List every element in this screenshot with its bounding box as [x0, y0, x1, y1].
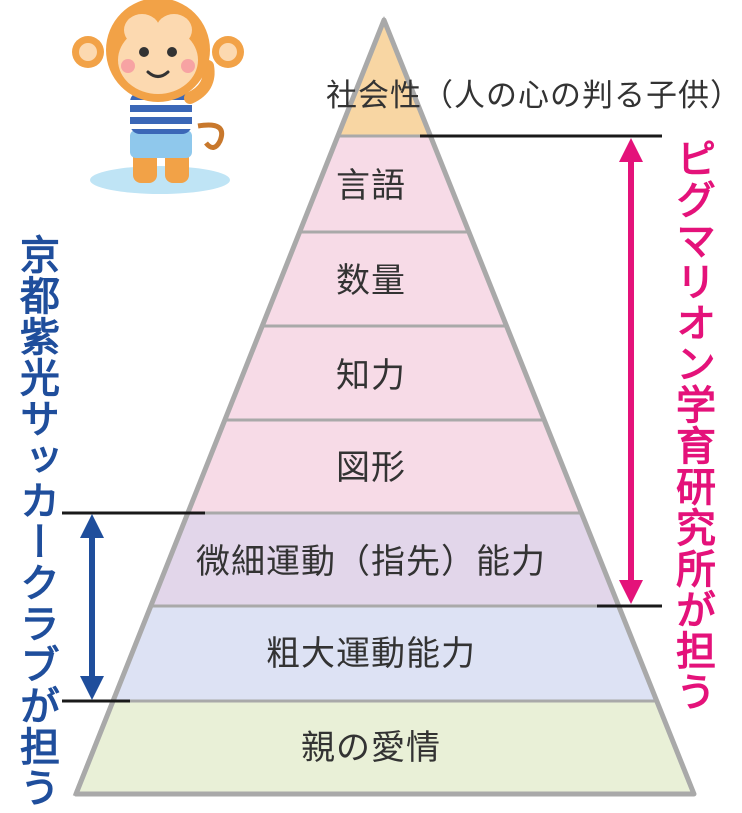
pyramid-level-label-1: 言語 — [336, 166, 406, 206]
pyramid-level-label-0: 社会性（人の心の判る子供） — [326, 78, 742, 114]
monkey-mascot-icon — [72, 0, 244, 194]
pyramid-level-label-5: 微細運動（指先）能力 — [196, 542, 546, 582]
pyramid-level-label-6: 粗大運動能力 — [266, 634, 476, 674]
pyramid-level-label-3: 知力 — [336, 356, 406, 396]
right-range-arrow-icon — [619, 138, 643, 604]
pyramid-level-label-4: 図形 — [336, 448, 406, 488]
pyramid-outline — [73, 17, 697, 797]
pyramid-level-label-2: 数量 — [336, 261, 406, 301]
left-caption: 京都紫光サッカークラブが担う — [13, 234, 59, 808]
left-range-arrow-icon — [80, 514, 104, 700]
pyramid-level-label-7: 親の愛情 — [301, 728, 441, 768]
right-caption: ピグマリオン学育研究所が担う — [669, 138, 715, 712]
